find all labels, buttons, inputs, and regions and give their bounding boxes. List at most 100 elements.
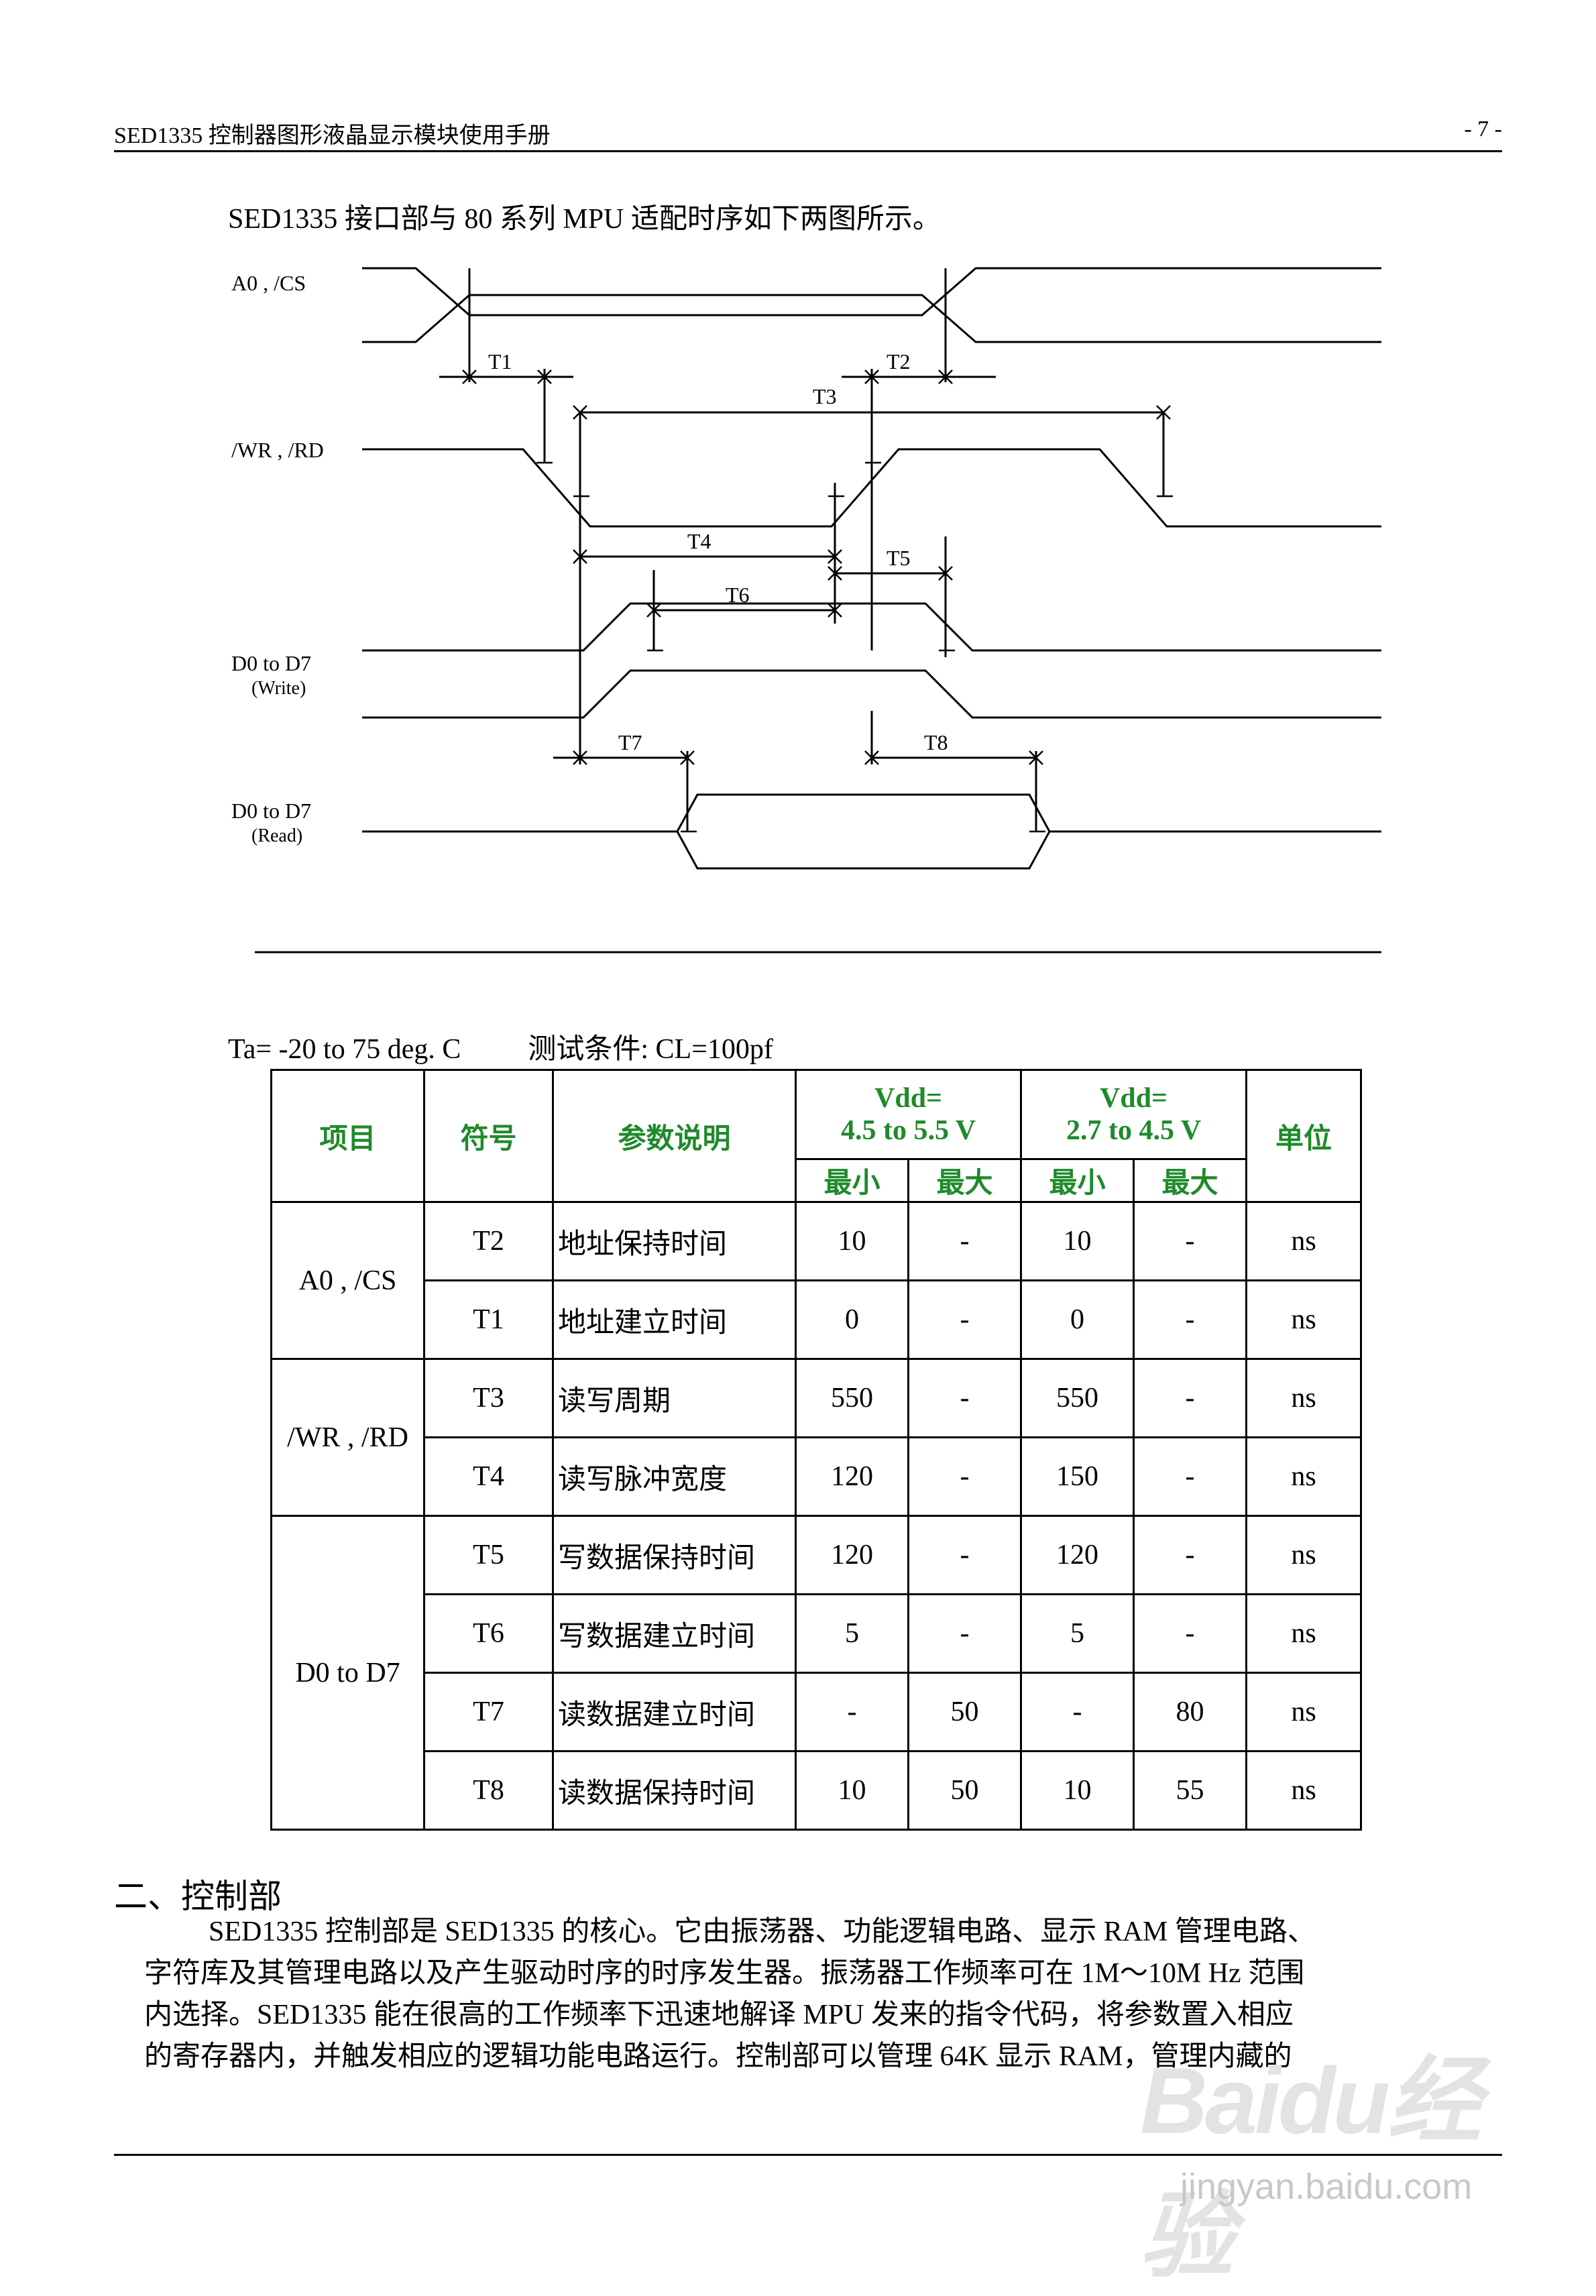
header-max-high: 最大 — [907, 1158, 1022, 1203]
cell-unit: ns — [1245, 1279, 1362, 1360]
header-unit: 单位 — [1245, 1069, 1362, 1203]
table-row: T7 读数据建立时间 - 50 - 80 ns — [272, 1672, 1362, 1752]
paragraph-line: 内选择。SED1335 能在很高的工作频率下迅速地解译 MPU 发来的指令代码，… — [144, 2000, 1294, 2030]
cell-symbol: T3 — [423, 1358, 554, 1438]
cell-max-low: - — [1133, 1201, 1247, 1281]
cell-min-low: 120 — [1020, 1515, 1135, 1595]
header-vdd-low: Vdd= 2.7 to 4.5 V — [1020, 1069, 1247, 1160]
cell-desc: 地址建立时间 — [552, 1279, 797, 1360]
cell-unit: ns — [1245, 1201, 1362, 1281]
header-vdd-low-line2: 2.7 to 4.5 V — [1066, 1115, 1202, 1146]
cell-unit: ns — [1245, 1436, 1362, 1517]
table-row: T6 写数据建立时间 5 - 5 - ns — [272, 1593, 1362, 1674]
signal-label-dw-sub: (Write) — [251, 678, 306, 699]
timing-label-t7: T7 — [618, 730, 642, 754]
timing-label-t3: T3 — [813, 384, 837, 408]
cell-max-low: - — [1133, 1515, 1247, 1595]
cell-max-low: - — [1133, 1279, 1247, 1360]
wrrd-waveform — [362, 448, 1381, 528]
signal-label-dr: D0 to D7 — [231, 799, 311, 823]
page-number: - 7 - — [1464, 117, 1502, 141]
cell-unit: ns — [1245, 1515, 1362, 1595]
group-addr: A0 , /CS — [270, 1201, 425, 1360]
cell-min-low: 0 — [1020, 1279, 1135, 1360]
cell-desc: 地址保持时间 — [552, 1201, 797, 1281]
timing-label-t2: T2 — [887, 349, 911, 374]
cell-max-high: 50 — [907, 1750, 1022, 1831]
header-item: 项目 — [270, 1069, 425, 1203]
addr-bus-lower — [362, 294, 1381, 343]
cell-unit: ns — [1245, 1672, 1362, 1752]
page-footer-rule — [114, 2154, 1502, 2156]
cell-unit: ns — [1245, 1593, 1362, 1674]
cell-min-low: 5 — [1020, 1593, 1135, 1674]
cell-min-high: 0 — [795, 1279, 909, 1360]
cell-max-high: - — [907, 1436, 1022, 1517]
dw-bus-lower — [362, 669, 1381, 719]
section-heading: 二、控制部 — [114, 1878, 282, 1915]
cell-min-high: 10 — [795, 1201, 909, 1281]
header-vdd-low-line1: Vdd= — [1100, 1083, 1167, 1114]
table-row: A0 , /CS T2 地址保持时间 10 - 10 - ns — [270, 1201, 1362, 1360]
header-max-low: 最大 — [1133, 1158, 1247, 1203]
header-min-low: 最小 — [1020, 1158, 1135, 1203]
table-row: T8 读数据保持时间 10 50 10 55 ns — [272, 1750, 1362, 1831]
dr-bus-upper — [362, 793, 1381, 833]
cell-symbol: T4 — [423, 1436, 554, 1517]
temperature-condition: Ta= -20 to 75 deg. C — [228, 1034, 461, 1065]
cell-max-high: - — [907, 1279, 1022, 1360]
watermark-logo: Baidu经验 — [1140, 2048, 1481, 2289]
signal-label-dw: D0 to D7 — [231, 651, 311, 675]
table-row: T1 地址建立时间 0 - 0 - ns — [272, 1279, 1362, 1360]
cell-min-high: 120 — [795, 1436, 909, 1517]
cell-min-low: - — [1020, 1672, 1135, 1752]
cell-min-high: 550 — [795, 1358, 909, 1438]
section-paragraph: SED1335 控制部是 SED1335 的核心。它由振荡器、功能逻辑电路、显示… — [144, 1911, 1485, 2077]
cell-max-high: 50 — [907, 1672, 1022, 1752]
cell-desc: 写数据保持时间 — [552, 1515, 797, 1595]
table-subheader-row: 最小 最大 最小 最大 — [272, 1158, 1361, 1203]
signal-label-addr: A0 , /CS — [231, 271, 306, 295]
cell-symbol: T2 — [423, 1201, 554, 1281]
cell-desc: 读写周期 — [552, 1358, 797, 1438]
cell-unit: ns — [1245, 1750, 1362, 1831]
cell-desc: 写数据建立时间 — [552, 1593, 797, 1674]
table-row: D0 to D7 T5 写数据保持时间 120 - 120 - ns — [270, 1515, 1362, 1831]
cell-desc: 读数据建立时间 — [552, 1672, 797, 1752]
cell-max-high: - — [907, 1593, 1022, 1674]
cell-max-low: 80 — [1133, 1672, 1247, 1752]
tick-marks — [462, 369, 1173, 833]
paragraph-line: SED1335 控制部是 SED1335 的核心。它由振荡器、功能逻辑电路、显示… — [209, 1916, 1316, 1947]
cell-min-low: 550 — [1020, 1358, 1135, 1438]
cell-max-low: - — [1133, 1436, 1247, 1517]
dw-bus-upper — [362, 602, 1381, 652]
cell-symbol: T8 — [423, 1750, 554, 1831]
cell-symbol: T1 — [423, 1279, 554, 1360]
group-data: D0 to D7 — [270, 1515, 425, 1831]
paragraph-line: 字符库及其管理电路以及产生驱动时序的时序发生器。振荡器工作频率可在 1M～10M… — [144, 1958, 1305, 1989]
header-desc: 参数说明 — [552, 1069, 797, 1203]
watermark-url: jingyan.baidu.com — [1180, 2167, 1473, 2207]
addr-bus-upper — [362, 267, 1381, 317]
intro-sentence: SED1335 接口部与 80 系列 MPU 适配时序如下两图所示。 — [228, 204, 941, 235]
cell-unit: ns — [1245, 1358, 1362, 1438]
timing-label-t4: T4 — [687, 529, 711, 553]
cell-desc: 读写脉冲宽度 — [552, 1436, 797, 1517]
paragraph-line: 的寄存器内，并触发相应的逻辑功能电路运行。控制部可以管理 64K 显示 RAM，… — [144, 2041, 1292, 2072]
timing-diagram: A0 , /CS /WR , /RD D0 to D7 (Write) D0 t… — [231, 267, 1381, 954]
cell-max-low: - — [1133, 1593, 1247, 1674]
timing-label-t8: T8 — [924, 730, 948, 754]
cell-min-high: 120 — [795, 1515, 909, 1595]
cell-max-high: - — [907, 1515, 1022, 1595]
page-header: SED1335 控制器图形液晶显示模块使用手册 - 7 - — [114, 114, 1502, 152]
cell-symbol: T5 — [423, 1515, 554, 1595]
cell-max-high: - — [907, 1358, 1022, 1438]
document-title: SED1335 控制器图形液晶显示模块使用手册 — [114, 123, 551, 148]
baidu-watermark: Baidu经验 — [1140, 2025, 1516, 2289]
header-vdd-high-line1: Vdd= — [874, 1083, 942, 1114]
cell-max-high: - — [907, 1201, 1022, 1281]
cell-min-low: 10 — [1020, 1201, 1135, 1281]
table-row: T4 读写脉冲宽度 120 - 150 - ns — [272, 1436, 1362, 1517]
cell-desc: 读数据保持时间 — [552, 1750, 797, 1831]
